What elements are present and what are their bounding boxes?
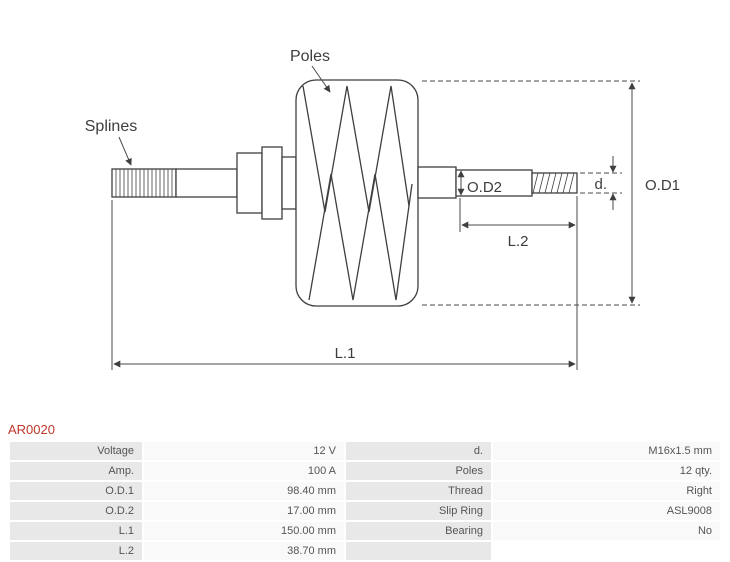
spec-value-cell: M16x1.5 mm (493, 442, 720, 460)
spec-value-cell: 98.40 mm (144, 482, 344, 500)
poles-label: Poles (290, 48, 330, 65)
left-shaft (175, 168, 238, 198)
claw-poles-bottom (308, 173, 413, 301)
spec-row: L.2 38.70 mm (10, 542, 720, 560)
spec-value-cell: No (493, 522, 720, 540)
spec-label-cell: d. (346, 442, 491, 460)
spec-label-cell: Thread (346, 482, 491, 500)
spec-label-cell: L.1 (10, 522, 142, 540)
splines-label: Splines (85, 118, 137, 135)
rotor-diagram: Poles Splines O.D2 d. O.D1 L.2 L.1 (85, 48, 680, 370)
thread-end (531, 172, 578, 194)
right-shaft-step (417, 166, 457, 199)
spec-value-cell: Right (493, 482, 720, 500)
spec-label-cell: Amp. (10, 462, 142, 480)
dim-d-label: d. (594, 176, 607, 193)
dimension-lines (111, 65, 640, 370)
dim-od1-label: O.D1 (645, 177, 680, 194)
spec-row: O.D.1 98.40 mm Thread Right (10, 482, 720, 500)
collar-1 (236, 152, 263, 214)
spec-row: Voltage 12 V d. M16x1.5 mm (10, 442, 720, 460)
spec-label-cell: Bearing (346, 522, 491, 540)
collar-2 (261, 146, 283, 220)
spec-row: L.1 150.00 mm Bearing No (10, 522, 720, 540)
dim-l1-label: L.1 (335, 345, 356, 362)
rotor-drawing-svg: Poles Splines O.D2 d. O.D1 L.2 L.1 (85, 48, 680, 370)
spec-label-cell (346, 542, 491, 560)
od1-extension-lines (422, 80, 640, 306)
part-code: AR0020 (8, 422, 55, 437)
spec-row: O.D.2 17.00 mm Slip Ring ASL9008 (10, 502, 720, 520)
spec-value-cell: 100 A (144, 462, 344, 480)
spec-label-cell: O.D.2 (10, 502, 142, 520)
spec-value-cell: 17.00 mm (144, 502, 344, 520)
splines-leader-arrow (118, 136, 132, 166)
spec-value-cell: 12 V (144, 442, 344, 460)
spec-value-cell: 150.00 mm (144, 522, 344, 540)
spec-label-cell: Slip Ring (346, 502, 491, 520)
spec-label-cell: L.2 (10, 542, 142, 560)
dim-od2-label: O.D2 (467, 179, 502, 196)
dim-l2-label: L.2 (508, 233, 529, 250)
thread-hatch (532, 172, 575, 194)
spec-value-cell: 38.70 mm (144, 542, 344, 560)
spec-label-cell: O.D.1 (10, 482, 142, 500)
collar-3 (281, 156, 297, 210)
spline-hatch (115, 169, 173, 197)
spec-value-cell: 12 qty. (493, 462, 720, 480)
rotor-shapes (111, 79, 578, 307)
poles-leader-arrow (311, 65, 331, 93)
d-extension-lines (580, 172, 622, 194)
claw-poles-top (302, 85, 410, 213)
spec-empty-cell (493, 542, 720, 560)
spec-row: Amp. 100 A Poles 12 qty. (10, 462, 720, 480)
spec-value-cell: ASL9008 (493, 502, 720, 520)
spec-label-cell: Voltage (10, 442, 142, 460)
spec-table: Voltage 12 V d. M16x1.5 mm Amp. 100 A Po… (8, 440, 722, 562)
spec-label-cell: Poles (346, 462, 491, 480)
